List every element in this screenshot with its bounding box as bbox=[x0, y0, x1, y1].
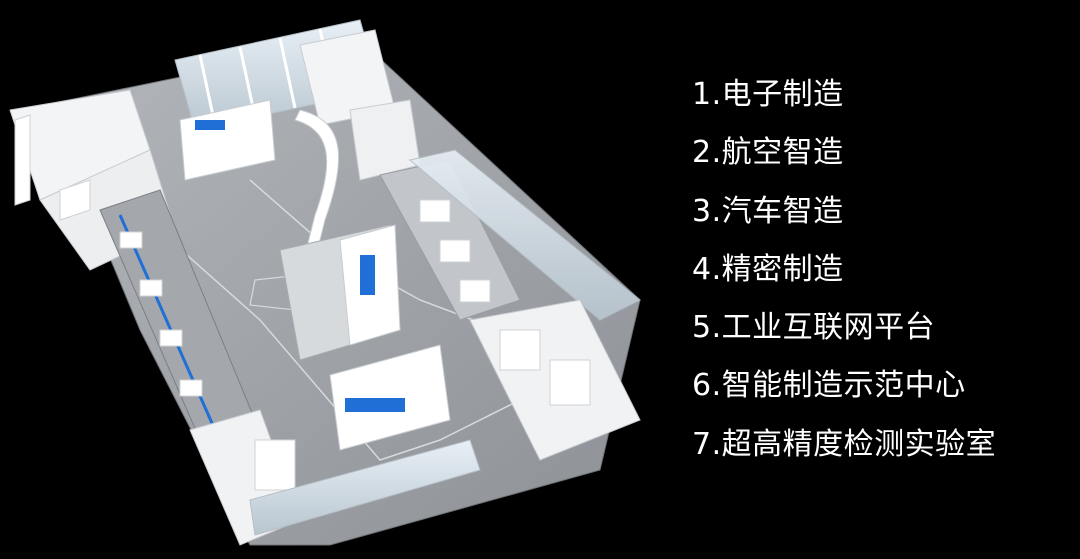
bottom-glass-facade bbox=[249, 439, 481, 536]
zone-item-precision: 4.精密制造 bbox=[692, 251, 844, 287]
zone-item-metrology-lab: 7.超高精度检测实验室 bbox=[692, 426, 997, 462]
zone-item-aviation: 2.航空智造 bbox=[692, 135, 844, 171]
zone-item-demo-center: 6.智能制造示范中心 bbox=[692, 368, 966, 404]
factory-floorplan-illustration bbox=[9, 19, 641, 546]
entrance-reception bbox=[329, 344, 451, 451]
zone-list: 1.电子制造 2.航空智造 3.汽车智造 4.精密制造 5.工业互联网平台 6.… bbox=[692, 78, 1072, 486]
zone-item-electronics: 1.电子制造 bbox=[692, 77, 844, 112]
zone-item-automotive: 3.汽车智造 bbox=[692, 193, 844, 229]
walkway-lines bbox=[169, 239, 561, 461]
right-glass-wall bbox=[408, 149, 641, 321]
zone-item-industrial-internet: 5.工业互联网平台 bbox=[692, 310, 936, 346]
